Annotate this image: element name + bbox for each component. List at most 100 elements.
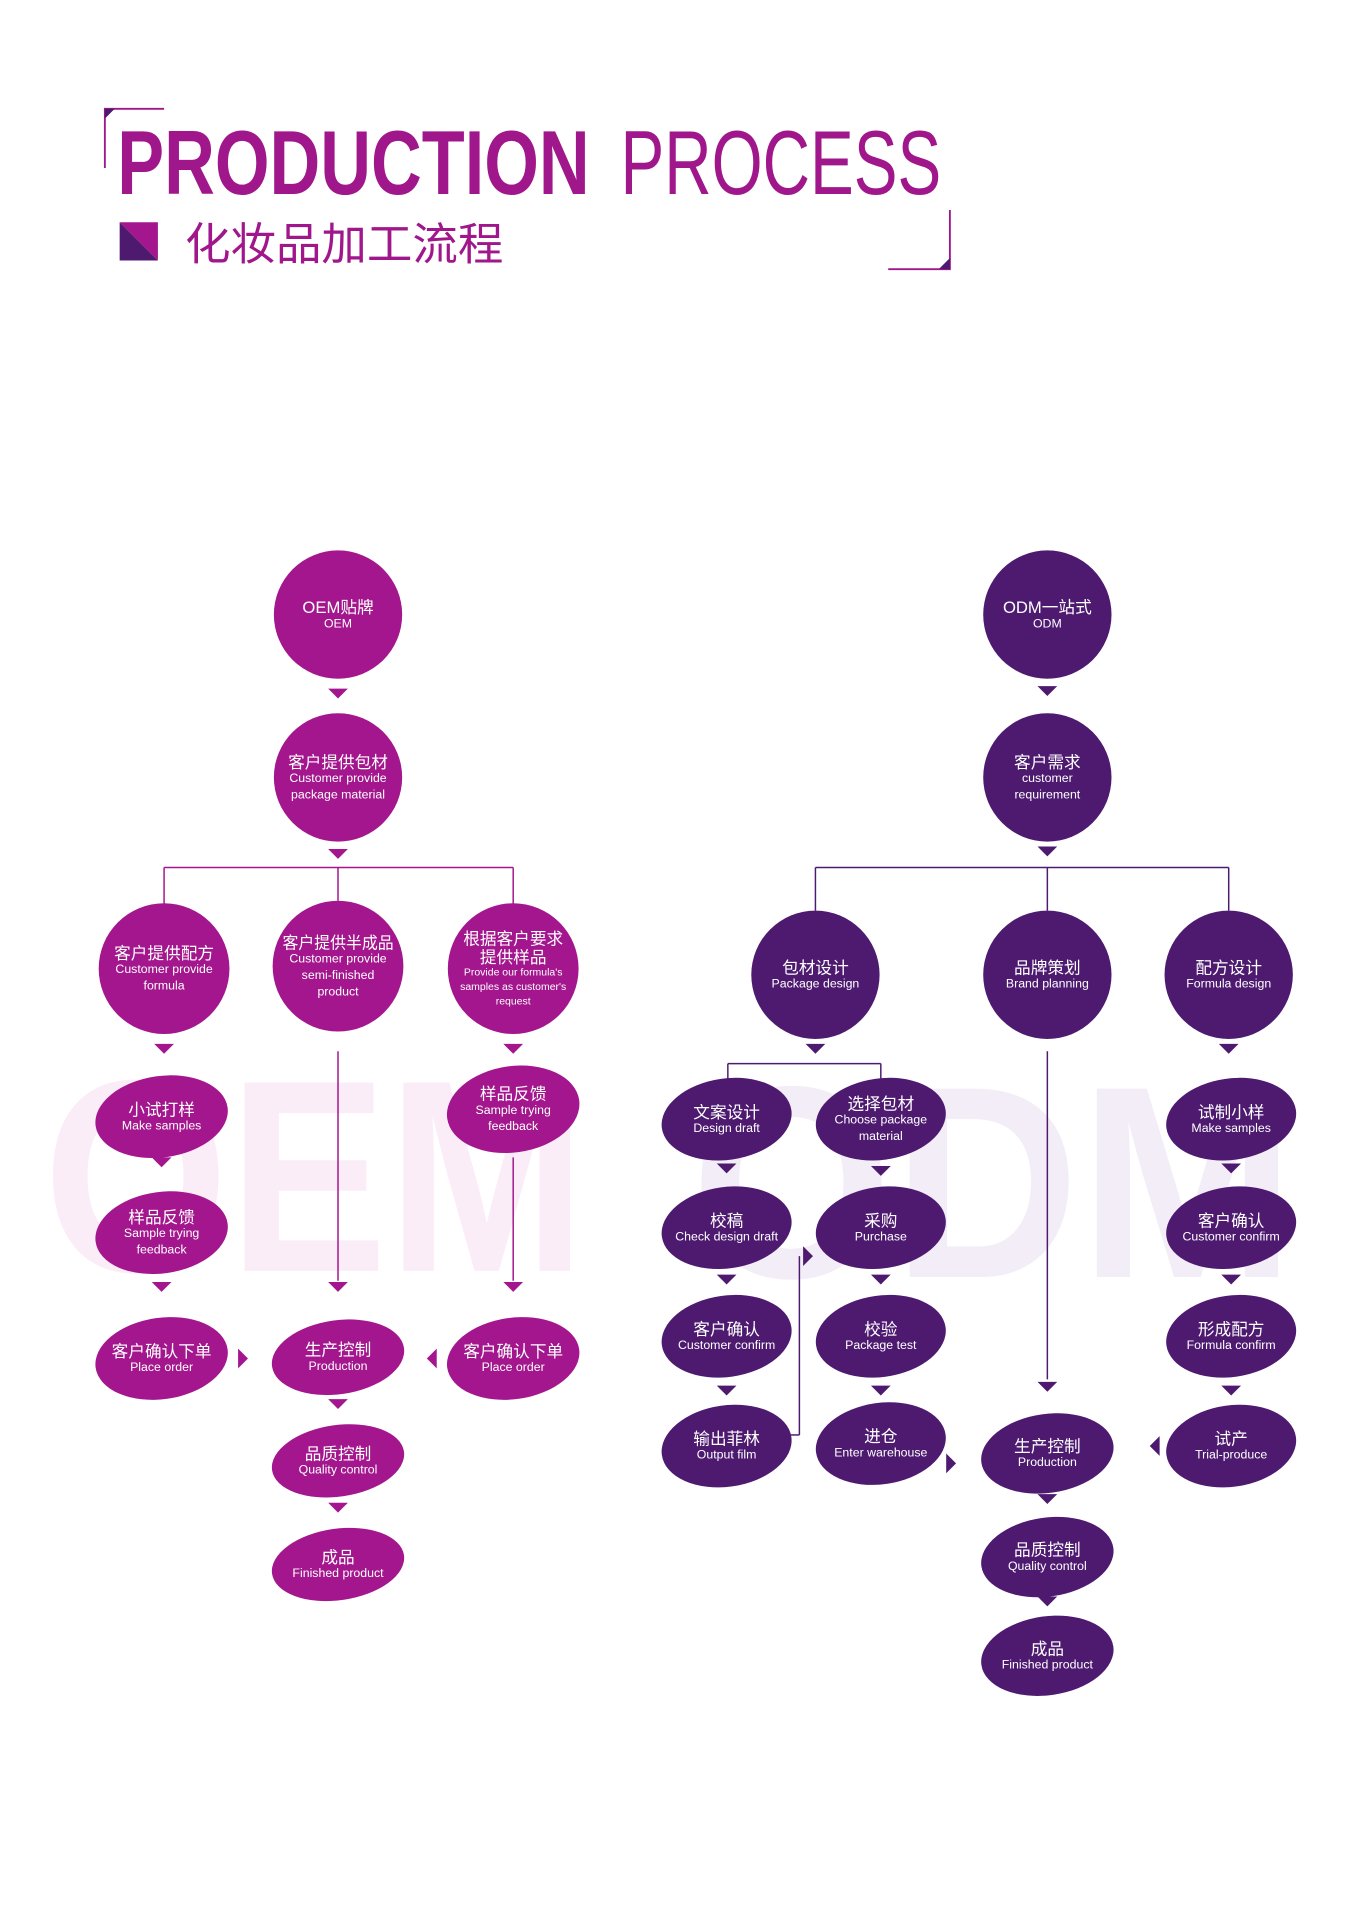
node-label-en: Purchase (855, 1230, 907, 1244)
node-label-en: Production (309, 1359, 368, 1373)
node-circle (273, 550, 403, 679)
node-label-en: Customer confirm (1183, 1230, 1280, 1244)
node-label-cn: 选择包材 (848, 1095, 915, 1114)
node-oval (815, 1402, 946, 1485)
node-label-cn: 文案设计 (693, 1103, 760, 1122)
header: PRODUCTION PROCESS 化妆品加工流程 (103, 107, 951, 271)
page-title-bold: PRODUCTION (117, 112, 589, 214)
arrow-down-icon (1037, 1494, 1058, 1505)
node-label-en: Formula confirm (1187, 1338, 1276, 1352)
arrow-down-icon (716, 1274, 737, 1285)
arrow-down-icon (1218, 1043, 1239, 1054)
node-label-en: feedback (137, 1243, 188, 1257)
node-label-cn: 形成配方 (1198, 1320, 1265, 1339)
node-label-en: Make samples (122, 1119, 201, 1133)
odm-connector-lines (727, 866, 1230, 1436)
node-oval (661, 1294, 792, 1378)
node-label-cn: 样品反馈 (480, 1085, 547, 1104)
node-circle (98, 903, 230, 1035)
node-label-en: Sample trying (476, 1103, 552, 1117)
node-label-en: Customer confirm (678, 1338, 775, 1352)
node-label-en: Choose package (835, 1113, 928, 1127)
node-label-en: Customer provide (115, 962, 212, 976)
node-label-en: requirement (1014, 787, 1080, 801)
node-oval (815, 1186, 946, 1270)
node-label-en: Output film (697, 1448, 757, 1462)
arrow-right-icon (238, 1348, 248, 1369)
node-oval (1166, 1294, 1297, 1378)
arrow-down-icon (503, 1043, 524, 1054)
node-label-en: Production (1018, 1455, 1077, 1469)
node-label-en: Enter warehouse (834, 1445, 927, 1459)
arrow-down-icon (870, 1166, 891, 1176)
node-label-cn: 成品 (321, 1548, 354, 1567)
node-label-en: Package design (772, 977, 860, 991)
node-label-cn: 客户提供包材 (288, 753, 388, 772)
node-circle (272, 900, 404, 1032)
node-label-cn: 客户提供配方 (114, 944, 214, 963)
node-oval (271, 1319, 405, 1396)
arrow-down-icon (805, 1043, 826, 1054)
node-oval (1166, 1077, 1297, 1161)
node-label-en: Finished product (292, 1566, 384, 1580)
node-oval (95, 1075, 228, 1159)
node-label-en: Place order (482, 1360, 545, 1374)
node-label-en: Trial-produce (1195, 1448, 1267, 1462)
node-label-cn: ODM一站式 (1003, 598, 1092, 617)
node-label-en: samples as customer's (460, 982, 566, 993)
node-oval (981, 1615, 1114, 1696)
node-circle (447, 903, 579, 1035)
node-label-cn: 输出菲林 (693, 1430, 760, 1449)
node-oval (1166, 1404, 1297, 1488)
arrow-left-icon (426, 1348, 437, 1369)
node-oval (981, 1516, 1114, 1598)
page-title-light: PROCESS (621, 112, 942, 214)
arrow-right-icon (946, 1453, 957, 1474)
arrow-down-icon (1037, 1596, 1058, 1607)
node-label-cn: 配方设计 (1195, 958, 1262, 977)
node-label-cn: 品牌策划 (1014, 958, 1081, 977)
node-circle (1164, 910, 1293, 1039)
node-label-en: request (496, 996, 531, 1007)
node-oval (446, 1065, 580, 1154)
node-oval (815, 1077, 946, 1161)
arrow-down-icon (151, 1281, 172, 1292)
node-label-en: Package test (845, 1338, 917, 1352)
node-label-cn: 样品反馈 (128, 1208, 195, 1227)
arrow-down-icon (328, 1399, 348, 1410)
node-label-cn: 小试打样 (128, 1100, 195, 1119)
node-oval (661, 1404, 792, 1488)
subtitle-square-icon (119, 222, 158, 261)
node-label-cn: 生产控制 (305, 1341, 372, 1360)
arrow-down-icon (503, 1281, 524, 1292)
node-label-en: Quality control (1008, 1559, 1087, 1573)
node-label-cn: 成品 (1031, 1639, 1064, 1658)
node-label-cn: 试产 (1215, 1430, 1248, 1449)
node-label-en: Provide our formula's (464, 967, 563, 978)
node-circle (751, 910, 880, 1039)
arrow-down-icon (1221, 1385, 1242, 1396)
node-oval (815, 1294, 946, 1378)
node-label-en: Make samples (1191, 1121, 1270, 1135)
node-circle (983, 713, 1112, 842)
arrow-down-icon (870, 1385, 891, 1396)
node-label-en: Design draft (693, 1121, 760, 1135)
arrow-down-icon (328, 1281, 348, 1292)
